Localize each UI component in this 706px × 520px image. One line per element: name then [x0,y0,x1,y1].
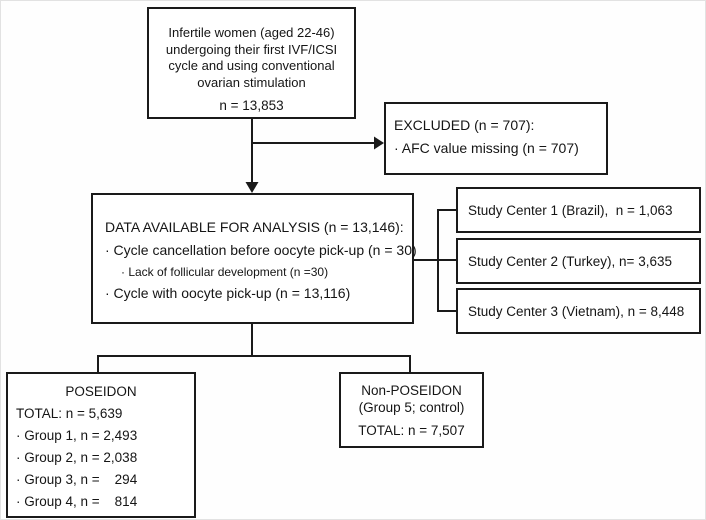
non-poseidon-total: TOTAL: n = 7,507 [358,423,465,438]
non-poseidon-subtitle: (Group 5; control) [358,400,465,415]
study-center-label: Study Center 2 (Turkey), n= 3,635 [468,253,672,269]
poseidon-group-item: · Group 2, n = 2,038 [16,450,138,465]
non-poseidon-title: Non-POSEIDON [361,383,462,398]
population-n-label: n = 13,853 [219,98,284,113]
excluded-title: EXCLUDED (n = 707): [394,117,535,133]
study-center-label: Study Center 3 (Vietnam), n = 8,448 [468,303,685,319]
study-center-box-1: Study Center 1 (Brazil), n = 1,063 [456,187,701,233]
population-line: cycle and using conventional [168,58,335,73]
excluded-item: · AFC value missing (n = 707) [394,140,579,156]
poseidon-group-item: · Group 1, n = 2,493 [16,428,138,443]
arrow-right-icon [374,136,384,150]
poseidon-title: POSEIDON [65,384,137,399]
analysis-title: DATA AVAILABLE FOR ANALYSIS (n = 13,146)… [105,219,404,235]
poseidon-group-item: · Group 4, n = 814 [16,494,138,509]
poseidon-box: POSEIDON TOTAL: n = 5,639 · Group 1, n =… [6,372,196,518]
population-box: Infertile women (aged 22-46) undergoing … [147,7,356,119]
excluded-box: EXCLUDED (n = 707): · AFC value missing … [384,102,608,175]
study-center-label: Study Center 1 (Brazil), n = 1,063 [468,202,673,218]
population-line: Infertile women (aged 22-46) [168,25,335,40]
analysis-bullet: · Cycle cancellation before oocyte pick-… [105,242,417,258]
analysis-box: DATA AVAILABLE FOR ANALYSIS (n = 13,146)… [91,193,417,324]
non-poseidon-box: Non-POSEIDON (Group 5; control) TOTAL: n… [339,372,484,448]
analysis-bullet: · Cycle with oocyte pick-up (n = 13,116) [105,285,351,301]
arrow-down-icon [245,182,259,193]
poseidon-total: TOTAL: n = 5,639 [16,406,123,421]
population-line: undergoing their first IVF/ICSI [165,41,338,57]
poseidon-group-item: · Group 3, n = 294 [16,472,138,487]
population-line: ovarian stimulation [197,74,306,90]
study-center-box-2: Study Center 2 (Turkey), n= 3,635 [456,238,701,284]
analysis-sub-bullet: · Lack of follicular development (n =30) [121,265,329,279]
study-center-box-3: Study Center 3 (Vietnam), n = 8,448 [456,288,701,334]
